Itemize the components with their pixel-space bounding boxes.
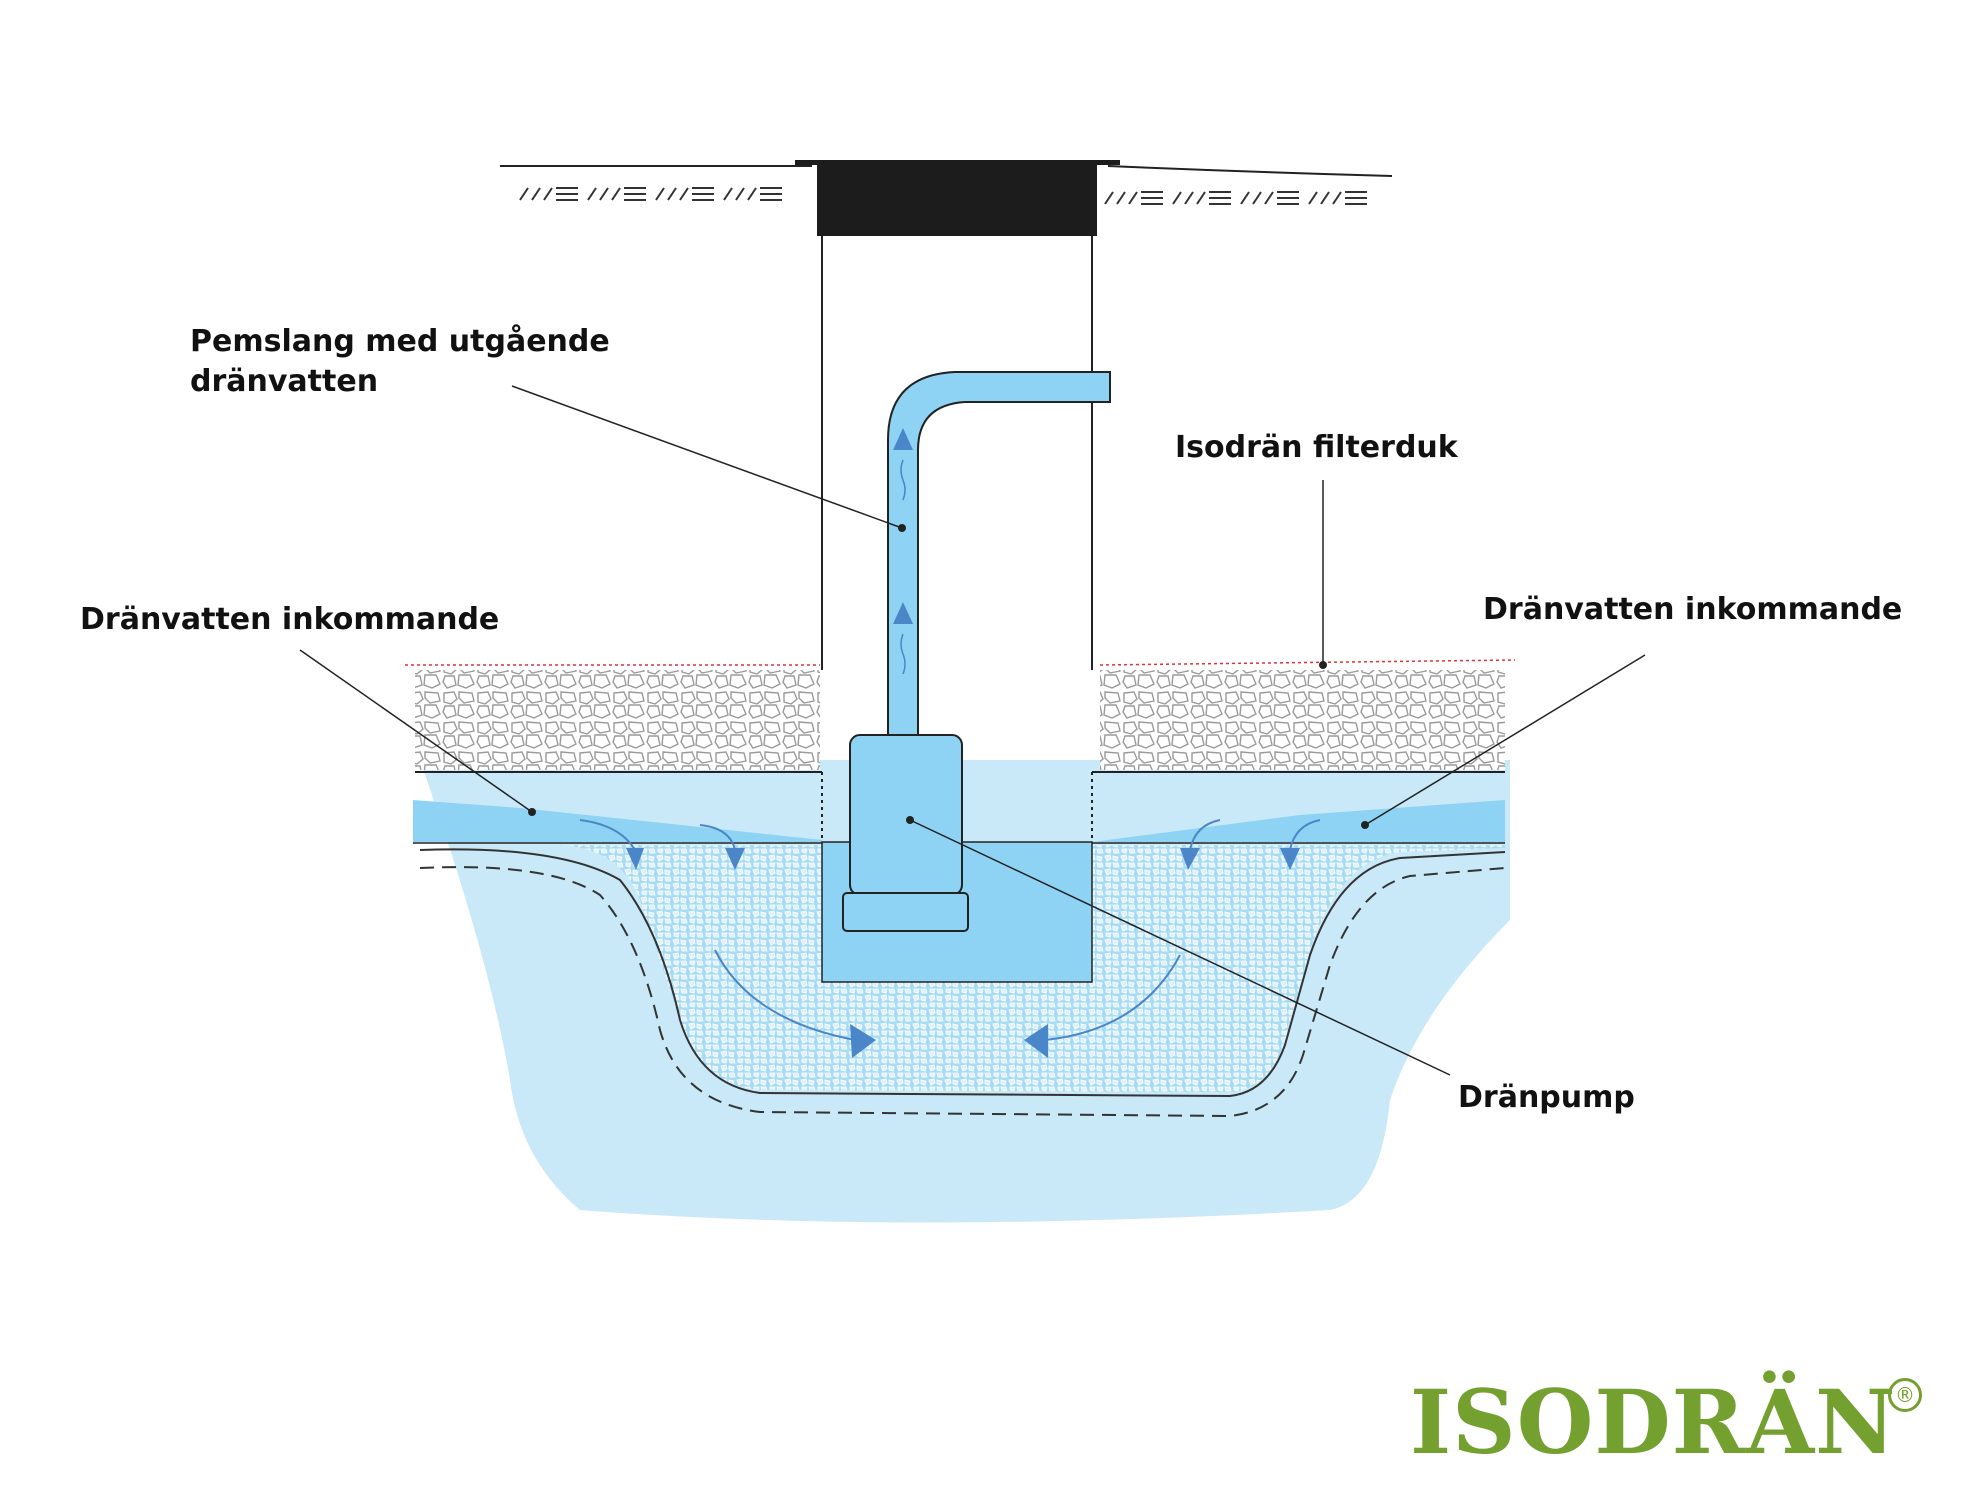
label-incoming-left: Dränvatten inkommande [80,602,500,637]
label-pump: Dränpump [1458,1080,1635,1115]
flow-arrowheads [626,848,1300,1058]
pit-wall-hatching [419,848,1506,1118]
gravel-layer-left [415,670,820,770]
leader-lines [299,385,1646,1076]
registered-mark: ® [1888,1378,1922,1412]
label-filter: Isodrän filterduk [1175,430,1458,465]
drain-pump [842,734,969,932]
incoming-water-right [1092,800,1505,842]
incoming-water-left [413,800,822,842]
flow-arrows-inflow [579,819,1321,1041]
filter-fabric-line [405,659,1516,666]
label-incoming-right: Dränvatten inkommande [1483,592,1903,627]
ground-surface [500,165,1393,177]
well-lid [817,162,1097,236]
leader-dots [528,524,1369,829]
well-lid-rim [795,160,1120,165]
ground-hatching [519,187,1367,205]
label-hose-line2: dränvatten [190,364,379,399]
label-hose: Pemslang med utgående dränvatten [190,322,610,402]
label-hose-line1: Pemslang med utgående [190,324,610,359]
well-shaft [821,236,1093,842]
gravel-layer-right [1100,670,1505,770]
discharge-hose [887,371,1111,741]
flow-arrows-up [893,428,913,675]
isodran-logo: ISODRÄN [1410,1370,1897,1474]
